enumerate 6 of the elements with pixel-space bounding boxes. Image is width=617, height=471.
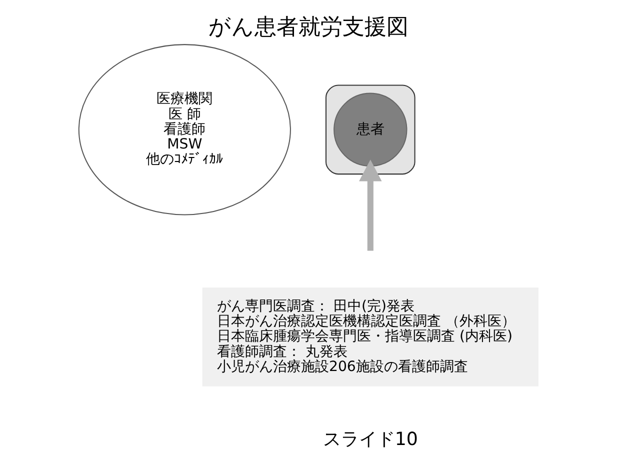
node-ellipse: 医療機関 医 師 看護師 MSW 他のｺﾒﾃﾞｨｶﾙ xyxy=(78,44,291,216)
cluster xyxy=(325,84,416,175)
label: スライド10 xyxy=(322,428,418,450)
diagram-title: がん患者就労支援図 xyxy=(208,14,409,40)
arrow xyxy=(359,160,382,251)
node-circle: 患者 xyxy=(334,92,408,166)
